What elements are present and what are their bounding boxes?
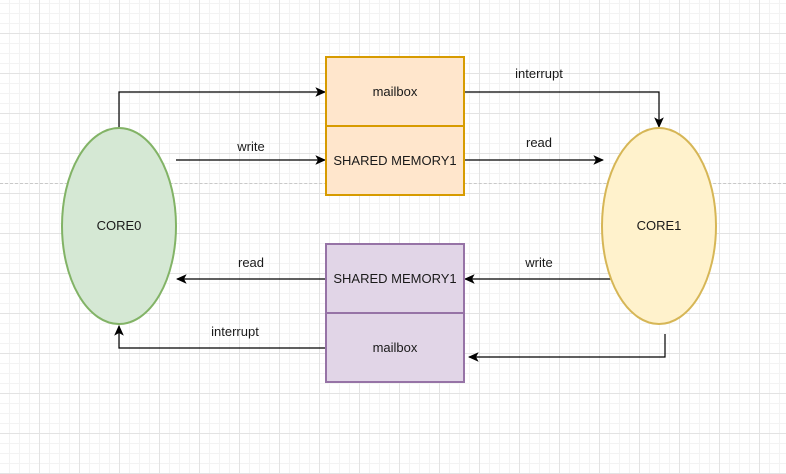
edge-core0-to-top-mailbox[interactable] <box>118 87 327 127</box>
edge-label-read-bottom: read <box>238 255 264 270</box>
node-top-mailbox[interactable]: mailbox <box>325 56 465 127</box>
edges: interrupt write read write read interrup… <box>114 66 666 362</box>
node-core0[interactable]: CORE0 <box>61 127 177 325</box>
edge-core1-to-bottom-mailbox[interactable] <box>467 334 666 362</box>
edge-top-mailbox-to-core1[interactable] <box>465 91 664 129</box>
core0-ellipse[interactable] <box>61 127 177 325</box>
edge-label-write-top: write <box>236 139 264 154</box>
core1-ellipse[interactable] <box>601 127 717 325</box>
bottom-mailbox-box[interactable] <box>325 312 465 383</box>
node-bottom-shared-memory[interactable]: SHARED MEMORY1 <box>325 243 465 314</box>
top-mailbox-label: mailbox <box>373 84 418 99</box>
node-top-shared-memory[interactable]: SHARED MEMORY1 <box>325 125 465 196</box>
bottom-shared-memory-box[interactable] <box>325 243 465 314</box>
node-core1[interactable]: CORE1 <box>601 127 717 325</box>
edge-label-interrupt-top: interrupt <box>515 66 563 81</box>
edge-label-interrupt-bottom: interrupt <box>211 324 259 339</box>
top-shared-memory-box[interactable] <box>325 125 465 196</box>
top-shared-memory-label: SHARED MEMORY1 <box>333 153 456 168</box>
core0-label: CORE0 <box>97 218 142 233</box>
edge-bottom-mailbox-to-core0[interactable] <box>114 324 325 349</box>
edge-label-write-bottom: write <box>524 255 552 270</box>
core1-label: CORE1 <box>637 218 682 233</box>
edge-label-read-top: read <box>526 135 552 150</box>
top-mailbox-box[interactable] <box>325 56 465 127</box>
bottom-shared-memory-label: SHARED MEMORY1 <box>333 271 456 286</box>
bottom-mailbox-label: mailbox <box>373 340 418 355</box>
node-bottom-mailbox[interactable]: mailbox <box>325 312 465 383</box>
